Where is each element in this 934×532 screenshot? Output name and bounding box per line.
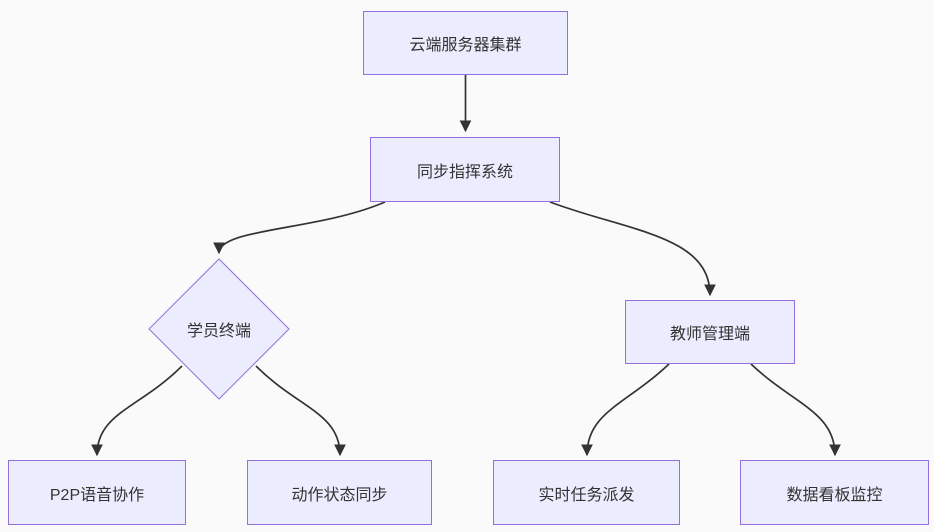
node-realtime-task-dispatch: 实时任务派发 — [493, 460, 680, 525]
node-label: 同步指挥系统 — [416, 163, 513, 181]
node-data-dashboard-monitoring: 数据看板监控 — [740, 460, 929, 525]
node-label: 实时任务派发 — [538, 486, 635, 504]
node-cloud-server-cluster: 云端服务器集群 — [363, 11, 568, 75]
node-label: 学员终端 — [186, 323, 251, 340]
node-label: P2P语音协作 — [49, 486, 145, 504]
edge-sync-student — [213, 201, 386, 255]
edge-teacher-task — [581, 363, 670, 457]
node-label: 教师管理端 — [669, 326, 750, 343]
node-sync-command-system: 同步指挥系统 — [370, 137, 560, 202]
node-motion-state-sync: 动作状态同步 — [247, 460, 432, 525]
node-label: 动作状态同步 — [291, 486, 388, 504]
node-student-terminal: 学员终端 — [148, 258, 290, 400]
edge-teacher-dashboard — [750, 363, 841, 457]
node-label: 云端服务器集群 — [409, 37, 522, 54]
node-label: 数据看板监控 — [786, 486, 883, 504]
node-teacher-management: 教师管理端 — [625, 300, 795, 364]
node-p2p-voice-collaboration: P2P语音协作 — [8, 460, 186, 525]
edge-sync-teacher — [549, 201, 716, 297]
